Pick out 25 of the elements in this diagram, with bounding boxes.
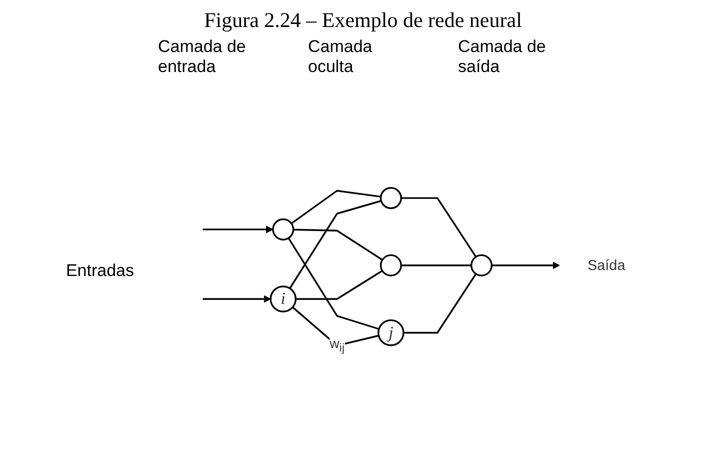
- connector: [290, 189, 381, 224]
- arrow: [202, 294, 271, 302]
- node-text: Saída: [588, 256, 626, 273]
- connector: [293, 228, 383, 260]
- connector: [404, 272, 477, 334]
- inputs-label: Entradas: [66, 260, 134, 280]
- connector: [401, 264, 472, 266]
- node-circle: [470, 254, 493, 276]
- node-circle: [380, 254, 402, 276]
- arrow: [202, 225, 274, 233]
- connector: [292, 306, 379, 346]
- connector: [401, 196, 477, 257]
- connector: [289, 200, 382, 288]
- node-circle: i: [270, 285, 297, 312]
- layer-label: Camada de entrada: [158, 37, 247, 77]
- layer-label: Camada oculta: [308, 37, 374, 77]
- node-circle: j: [378, 318, 404, 346]
- node-circle: [380, 186, 402, 209]
- figure-title: Figura 2.24 – Exemplo de rede neural: [204, 8, 522, 33]
- layer-label: Camada de saída: [458, 37, 547, 77]
- arrow: [492, 261, 560, 269]
- connector: [288, 237, 380, 330]
- edge-label: w$_{ij}$: [330, 336, 344, 354]
- connector: [296, 270, 383, 300]
- node-circle: [272, 218, 294, 240]
